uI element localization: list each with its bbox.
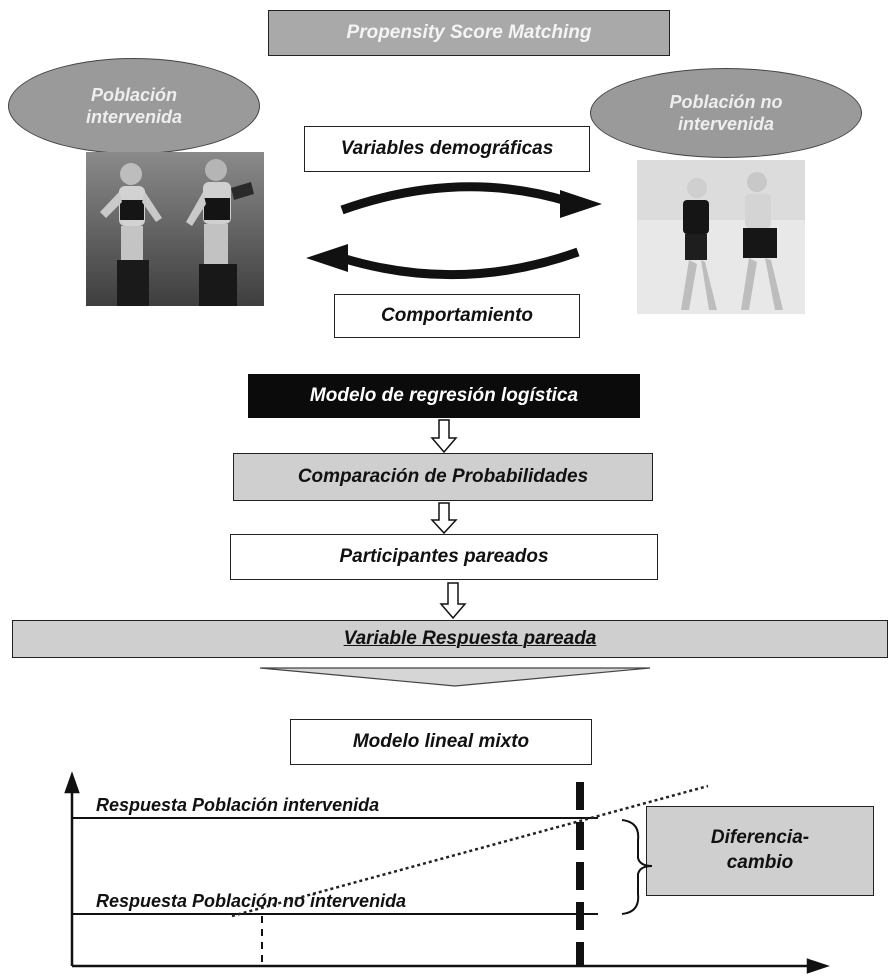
treated-population-label: Población intervenida (85, 84, 183, 128)
matched-response-box: Variable Respuesta pareada (12, 620, 888, 658)
difference-box: Diferencia-cambio (646, 806, 874, 896)
logistic-regression-label: Modelo de regresión logística (309, 385, 579, 406)
down-arrow-3 (439, 582, 467, 620)
mixed-model-label: Modelo lineal mixto (352, 731, 530, 752)
matched-response-label: Variable Respuesta pareada (343, 628, 597, 649)
demographic-variables-box: Variables demográficas (304, 126, 590, 172)
trend-dotted-line (231, 784, 709, 918)
treated-population-ellipse: Población intervenida (8, 58, 260, 154)
logistic-regression-box: Modelo de regresión logística (248, 374, 640, 418)
control-population-ellipse: Población no intervenida (590, 68, 862, 158)
diagram-title-text: Propensity Score Matching (346, 22, 592, 43)
funnel-arrow (259, 667, 651, 687)
behavior-label: Comportamiento (381, 305, 533, 326)
behavior-box: Comportamiento (334, 294, 580, 338)
control-population-label: Población no intervenida (669, 91, 783, 135)
treated-response-label: Respuesta Población intervenida (96, 795, 380, 815)
down-arrow-1 (430, 419, 458, 454)
matched-participants-box: Participantes pareados (230, 534, 658, 580)
difference-brace (621, 819, 653, 915)
probability-comparison-box: Comparación de Probabilidades (233, 453, 653, 501)
mixed-model-box: Modelo lineal mixto (290, 719, 592, 765)
demographic-variables-label: Variables demográficas (340, 138, 554, 159)
treated-population-photo (86, 152, 264, 306)
diagram-title: Propensity Score Matching (268, 10, 670, 56)
cycle-arrow-bottom (306, 244, 580, 280)
control-response-label: Respuesta Población no intervenida (96, 891, 407, 911)
matched-participants-label: Participantes pareados (339, 546, 549, 567)
difference-label: Diferencia-cambio (710, 827, 810, 873)
graph-axes (64, 771, 830, 974)
down-arrow-2 (430, 502, 458, 535)
probability-comparison-label: Comparación de Probabilidades (297, 466, 589, 487)
cycle-arrow-top (340, 182, 602, 218)
control-population-photo (637, 160, 805, 314)
